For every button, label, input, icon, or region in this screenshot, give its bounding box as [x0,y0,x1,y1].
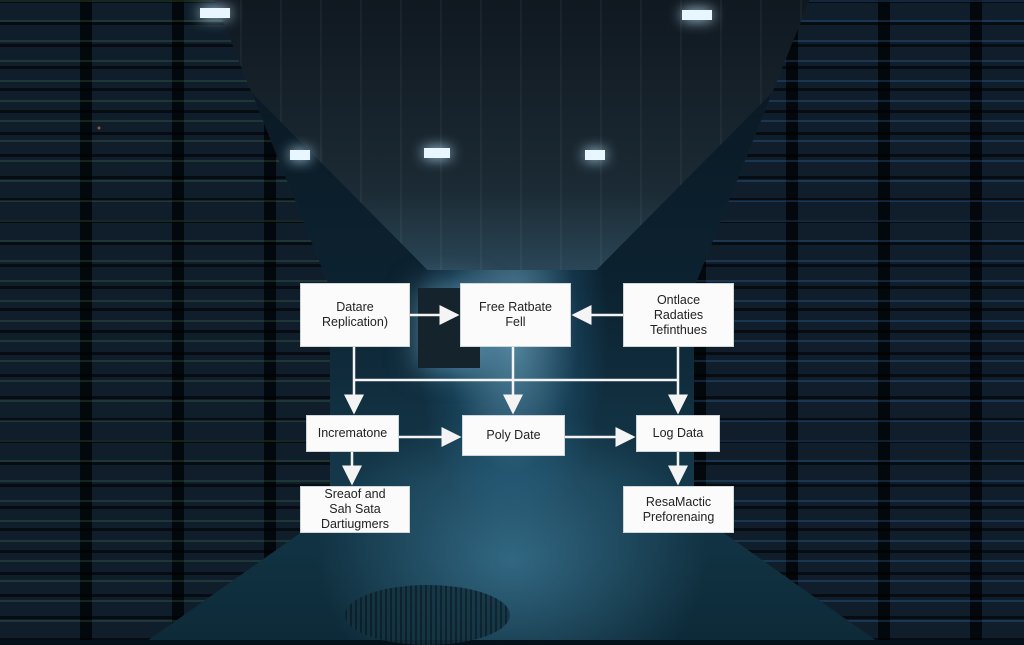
node-incrematone: Incrematone [306,415,399,452]
ceiling-light [424,148,450,158]
node-sreaof-and-sah-sata: Sreaof and Sah Sata Dartiugmers [300,486,410,533]
ceiling-light [682,10,712,20]
node-log-data: Log Data [636,415,720,452]
floor-grate [345,585,510,645]
node-poly-date: Poly Date [462,415,565,456]
ceiling-light [585,150,605,160]
ceiling-light [200,8,230,18]
node-resamactic: ResaMactic Preforenaing [623,486,734,533]
ceiling-light [290,150,310,160]
node-free-ratbate-fell: Free Ratbate Fell [460,283,571,347]
node-data-replication: Datare Replication) [300,283,410,347]
node-ontlace-radaties: Ontlace Radaties Tefinthues [623,283,734,347]
